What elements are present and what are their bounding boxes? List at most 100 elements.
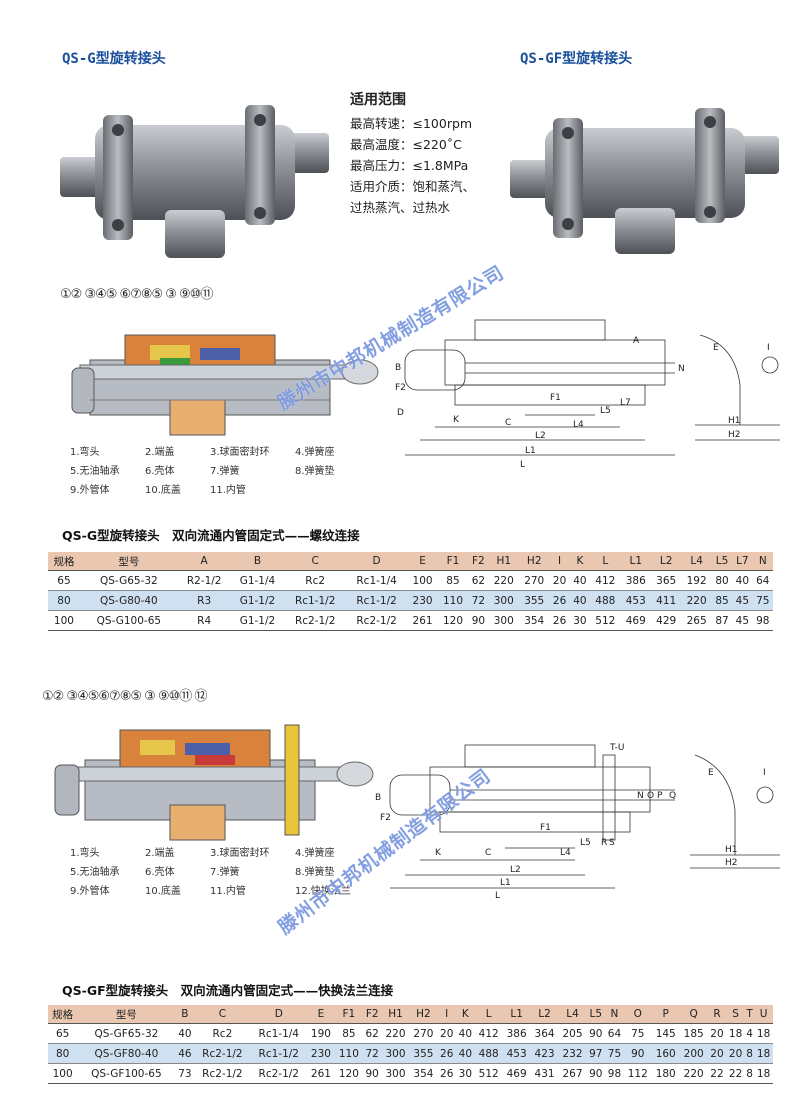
column-header: I bbox=[437, 1005, 457, 1024]
table-cell: QS-GF100-65 bbox=[77, 1063, 176, 1084]
table-cell: 423 bbox=[530, 1043, 559, 1064]
table-cell: 85 bbox=[342, 1027, 356, 1040]
dim-label: K bbox=[453, 415, 460, 425]
dim-label: L5 bbox=[600, 406, 611, 416]
dim-label: L2 bbox=[510, 865, 521, 875]
table-cell: 90 bbox=[362, 1063, 382, 1084]
table-cell: QS-GF80-40 bbox=[77, 1043, 176, 1064]
column-header: L1 bbox=[620, 552, 651, 571]
dim-label: O bbox=[647, 791, 654, 801]
table-cell: 8 bbox=[744, 1063, 755, 1084]
table-cell: 90 bbox=[586, 1063, 606, 1084]
dim-label: I bbox=[767, 343, 770, 353]
table-cell: 62 bbox=[365, 1027, 379, 1040]
table-cell: Rc1-1/2 bbox=[250, 1043, 307, 1064]
table-cell: Rc1-1/2 bbox=[345, 590, 408, 611]
dim-label: N bbox=[637, 791, 644, 801]
table-cell: 220 bbox=[679, 1063, 708, 1084]
table-cell: 110 bbox=[437, 590, 469, 611]
part-item: 8.弹簧垫 bbox=[295, 867, 335, 878]
table-cell: 45 bbox=[732, 610, 753, 631]
column-header: C bbox=[194, 1005, 251, 1024]
table-cell: 62 bbox=[471, 574, 486, 587]
part-item: 12.快换法兰 bbox=[295, 886, 351, 897]
column-header: S bbox=[726, 1005, 745, 1024]
table-cell: 75 bbox=[631, 1027, 645, 1040]
part-item: 4.弹簧座 bbox=[295, 848, 335, 859]
column-header: L1 bbox=[502, 1005, 531, 1024]
table-cell: QS-G100-65 bbox=[79, 610, 178, 631]
dim-label: L2 bbox=[535, 431, 546, 441]
column-header: K bbox=[569, 552, 591, 571]
table-cell: 120 bbox=[334, 1063, 363, 1084]
column-header: O bbox=[623, 1005, 652, 1024]
table-cell: 190 bbox=[310, 1027, 331, 1040]
parts-list-1: 1.弯头 2.端盖 3.球面密封环 4.弹簧座 5.无油轴承 6.壳体 7.弹簧… bbox=[70, 443, 390, 503]
table-cell: 22 bbox=[726, 1063, 745, 1084]
table-cell: 20 bbox=[726, 1043, 745, 1064]
dim-label: A bbox=[633, 336, 640, 346]
dim-label: H2 bbox=[728, 430, 741, 440]
table-cell: 20 bbox=[707, 1043, 727, 1064]
part-item: 7.弹簧 bbox=[210, 466, 240, 477]
column-header: N bbox=[605, 1005, 624, 1024]
table-cell: 230 bbox=[407, 590, 438, 611]
table-cell: 488 bbox=[590, 590, 621, 611]
table-cell: 110 bbox=[334, 1043, 363, 1064]
scope-heading: 适用范围 bbox=[350, 92, 406, 108]
table-cell: 230 bbox=[306, 1043, 335, 1064]
table-cell: 512 bbox=[590, 610, 621, 631]
table-cell: 80 bbox=[48, 590, 80, 611]
scope-line: 适用介质：饱和蒸汽、 bbox=[350, 179, 476, 194]
table-cell: 40 bbox=[573, 574, 587, 587]
table-cell: 26 bbox=[549, 590, 570, 611]
table-cell: 22 bbox=[707, 1063, 727, 1084]
column-header: K bbox=[456, 1005, 475, 1024]
table-cell: G1-1/2 bbox=[230, 590, 285, 611]
table-cell: G1-1/2 bbox=[230, 610, 285, 631]
column-header: 规格 bbox=[48, 552, 80, 571]
column-header: L2 bbox=[530, 1005, 559, 1024]
column-header: H1 bbox=[488, 552, 519, 571]
table-cell: 26 bbox=[549, 610, 570, 631]
table-cell: 40 bbox=[569, 590, 591, 611]
table-cell: 232 bbox=[558, 1043, 587, 1064]
table-cell: 30 bbox=[569, 610, 591, 631]
column-header: R bbox=[707, 1005, 727, 1024]
table-cell: 85 bbox=[711, 590, 733, 611]
dim-label: R bbox=[601, 838, 607, 848]
qs-gf-title: QS-GF型旋转接头 bbox=[520, 51, 633, 67]
column-header: F2 bbox=[362, 1005, 382, 1024]
table-cell: 145 bbox=[655, 1027, 676, 1040]
scope-line: 过热蒸汽、过热水 bbox=[350, 200, 451, 215]
part-item: 2.端盖 bbox=[145, 848, 175, 859]
table-cell: 100 bbox=[412, 574, 433, 587]
dim-label: L bbox=[495, 891, 500, 900]
column-header: L5 bbox=[711, 552, 733, 571]
dim-label: I bbox=[763, 768, 766, 778]
column-header: 规格 bbox=[48, 1005, 78, 1024]
scope-line: 最高温度：≤220˚C bbox=[350, 137, 462, 152]
table-cell: G1-1/4 bbox=[239, 574, 276, 587]
dim-label: D bbox=[397, 408, 404, 418]
table-cell: 185 bbox=[683, 1027, 704, 1040]
table-cell: 412 bbox=[595, 574, 616, 587]
dim-label: K bbox=[435, 848, 442, 858]
dim-label: L bbox=[520, 460, 525, 470]
table-cell: 100 bbox=[48, 1063, 78, 1084]
table-cell: Rc2-1/2 bbox=[250, 1063, 307, 1084]
column-header: F2 bbox=[468, 552, 489, 571]
column-header: L4 bbox=[681, 552, 712, 571]
qs-g-dimension-drawing: A B E I N F1 F2 D K C L4 L5 L7 L2 L1 L H… bbox=[395, 319, 780, 470]
table-cell: R3 bbox=[177, 590, 231, 611]
column-header: H2 bbox=[518, 552, 550, 571]
table-cell: 97 bbox=[586, 1043, 606, 1064]
part-item: 10.底盖 bbox=[145, 886, 181, 897]
scope-block: 适用范围 最高转速：≤100rpm 最高温度：≤220˚C 最高压力：≤1.8M… bbox=[350, 90, 475, 218]
dim-label: B bbox=[395, 363, 401, 373]
column-header: L2 bbox=[650, 552, 682, 571]
table-cell: 431 bbox=[530, 1063, 559, 1084]
